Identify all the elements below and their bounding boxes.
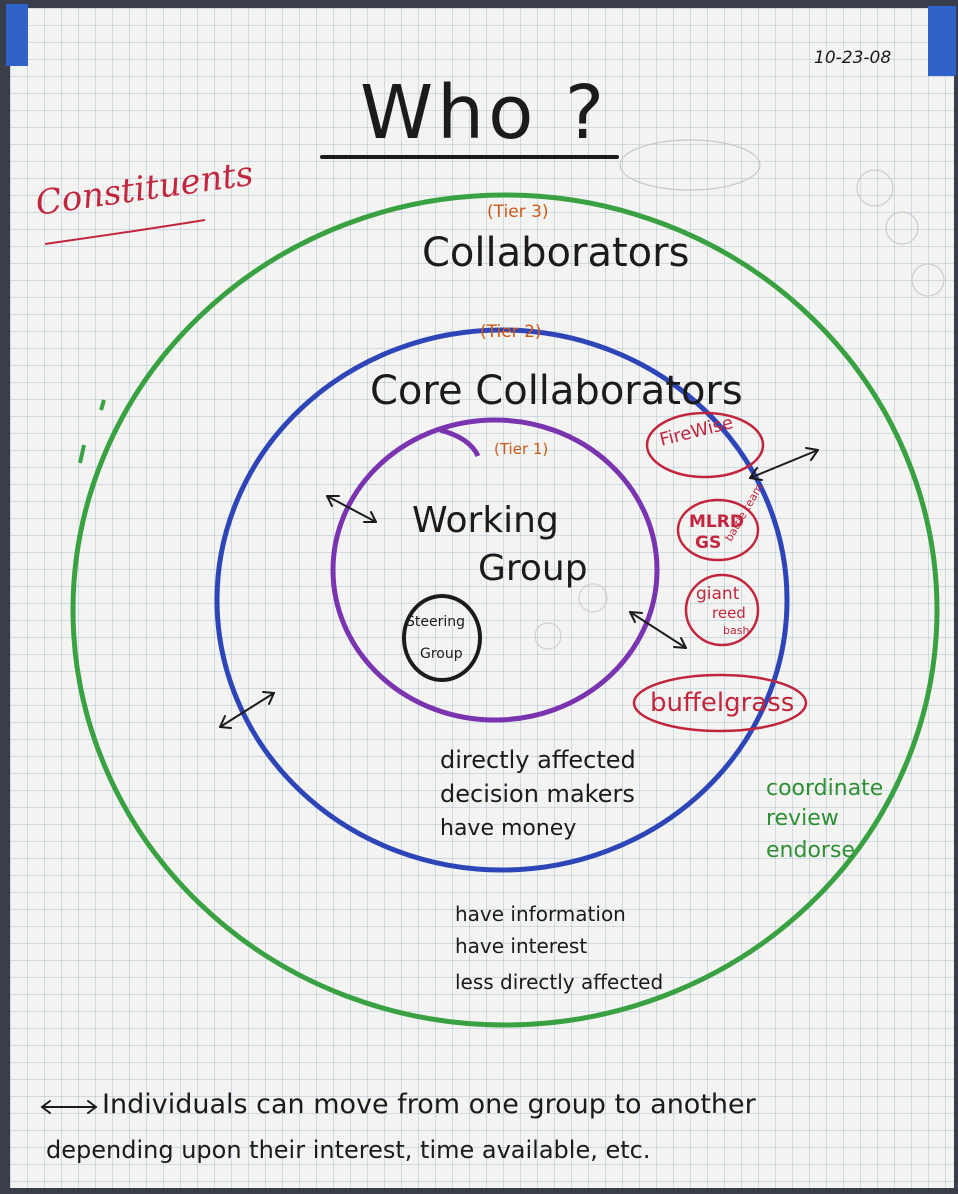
green-dash <box>99 399 106 411</box>
middle-ring <box>214 327 790 873</box>
buffelgrass-label: buffelgrass <box>650 688 795 718</box>
tier-1-label: (Tier 1) <box>494 440 549 458</box>
gs-label: GS <box>695 533 722 553</box>
date-label: 10-23-08 <box>814 48 892 68</box>
two-way-arrow-icon <box>629 611 687 649</box>
faint-pencil-oval <box>619 139 761 191</box>
note-coordinate: coordinate <box>766 776 884 801</box>
two-way-arrow-icon <box>219 691 275 729</box>
note-decision-makers: decision makers <box>440 780 635 808</box>
note-review: review <box>766 806 839 831</box>
tier-3-label: (Tier 3) <box>487 202 549 222</box>
tape-top-right <box>928 6 956 76</box>
two-way-arrow-icon <box>326 495 377 523</box>
note-less-directly-affected: less directly affected <box>455 970 664 994</box>
note-have-information: have information <box>455 902 626 926</box>
note-have-interest: have interest <box>455 934 588 958</box>
constituents-underline <box>44 219 206 245</box>
note-have-money: have money <box>440 816 577 841</box>
giant-label: giant <box>696 584 740 604</box>
faint-pencil-circle <box>534 622 562 650</box>
note-endorse: endorse <box>766 838 855 863</box>
working-label: Working <box>412 500 559 541</box>
reed-label: reed <box>712 604 746 622</box>
firewise-oval <box>645 411 765 479</box>
mlrd-label: MLRD <box>689 512 744 532</box>
green-dash <box>78 444 86 464</box>
group-label: Group <box>478 548 588 589</box>
steering-group-ring <box>402 594 482 682</box>
steering-group-label: Group <box>420 646 463 662</box>
buffelgrass-oval <box>632 673 808 733</box>
collaborators-label: Collaborators <box>422 230 690 276</box>
faint-pencil-circle <box>911 263 945 297</box>
bash-label: bash <box>723 624 750 637</box>
inner-ring-start-tick <box>439 427 481 458</box>
footer-line-1: Individuals can move from one group to a… <box>102 1089 756 1120</box>
faint-pencil-circle <box>856 169 894 207</box>
tape-top-left <box>6 4 28 66</box>
flip-chart-sheet <box>10 8 954 1188</box>
note-directly-affected: directly affected <box>440 746 636 774</box>
legend-two-way-arrow-icon <box>41 1100 97 1114</box>
footer-line-2: depending upon their interest, time avai… <box>46 1136 651 1164</box>
faint-pencil-circle <box>885 211 919 245</box>
two-way-arrow-icon <box>749 447 819 481</box>
page-title: Who ? <box>360 70 609 156</box>
core-collaborators-label: Core Collaborators <box>370 368 743 414</box>
tier-2-label: (Tier 2) <box>480 322 542 342</box>
outer-ring <box>70 192 940 1028</box>
inner-ring <box>330 417 660 723</box>
faint-pencil-circle <box>578 583 608 613</box>
mlrd-oval <box>676 498 760 562</box>
steering-label: Steering <box>406 614 466 630</box>
giant-reed-oval <box>684 573 760 647</box>
